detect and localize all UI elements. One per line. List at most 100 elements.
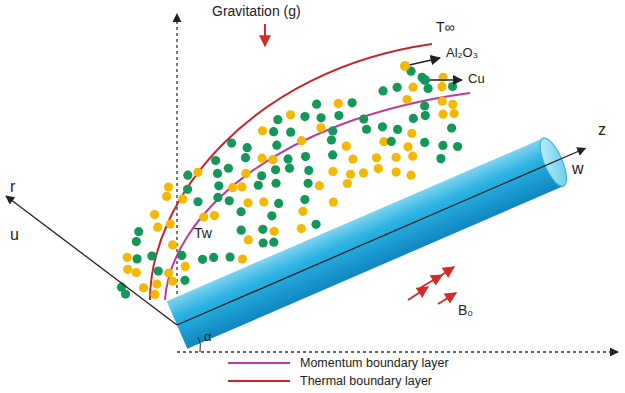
particle: [300, 195, 309, 204]
particle: [378, 86, 387, 95]
particle: [393, 83, 402, 92]
particle: [447, 123, 456, 132]
particle: [224, 164, 233, 173]
particle: [272, 141, 281, 150]
particle: [193, 168, 202, 177]
particle: [407, 129, 416, 138]
particle: [254, 181, 263, 190]
particle: [273, 115, 282, 124]
particle: [268, 155, 277, 164]
particle: [347, 98, 356, 107]
ambient-temp-label: T∞: [436, 20, 455, 35]
particle: [343, 179, 352, 188]
particle: [259, 238, 268, 247]
particle: [244, 235, 253, 244]
particle: [259, 197, 268, 206]
legend-item: Thermal boundary layer: [228, 374, 432, 388]
particle: [237, 226, 246, 235]
particle: [199, 212, 208, 221]
leader-arrow: [425, 79, 462, 81]
particle: [436, 154, 445, 163]
particle: [166, 220, 175, 229]
particle: [372, 153, 381, 162]
particle: [132, 268, 141, 277]
particle: [342, 142, 351, 151]
particle: [378, 122, 387, 131]
particle: [423, 84, 432, 93]
particle: [225, 253, 234, 262]
particle: [391, 153, 400, 162]
particle: [183, 185, 192, 194]
particle: [237, 182, 246, 191]
particle: [301, 152, 310, 161]
particle: [448, 82, 457, 91]
particle-label: Cu: [468, 72, 485, 86]
axis-label: z: [598, 121, 606, 139]
particle: [183, 171, 192, 180]
particle: [152, 279, 161, 288]
particle: [298, 207, 307, 216]
particle: [437, 82, 446, 91]
particle: [267, 211, 276, 220]
particle: [327, 135, 336, 144]
particle: [359, 168, 368, 177]
particle: [123, 253, 132, 262]
particle: [271, 179, 280, 188]
r-axis: [6, 196, 177, 325]
particle: [257, 154, 266, 163]
particle: [238, 254, 247, 263]
angle-arc: [198, 337, 200, 352]
cylinder: [167, 124, 596, 348]
particle: [362, 125, 371, 134]
z-axis: [177, 148, 585, 325]
particle: [162, 192, 171, 201]
particle: [168, 240, 177, 249]
field-arrow: [434, 267, 454, 280]
particle: [420, 138, 429, 147]
wall-temp-label: Tw: [194, 226, 212, 241]
particle: [328, 150, 337, 159]
particle: [348, 155, 357, 164]
particle: [387, 137, 396, 146]
particle: [209, 253, 218, 262]
particle: [257, 171, 266, 180]
particle: [393, 125, 402, 134]
particle: [150, 210, 159, 219]
particle: [258, 126, 267, 135]
particle: [402, 95, 411, 104]
particle: [269, 227, 278, 236]
particle: [198, 255, 207, 264]
particle: [181, 262, 190, 271]
field-arrow: [408, 287, 428, 300]
particle: [438, 110, 447, 119]
particle: [132, 254, 141, 263]
particle: [193, 197, 202, 206]
gravity-arrow: [264, 24, 266, 46]
particle: [406, 171, 415, 180]
particle: [154, 266, 163, 275]
particle: [153, 223, 162, 232]
particle: [311, 220, 320, 229]
particle: [285, 164, 294, 173]
particle: [213, 169, 222, 178]
particle-label: Al₂O₃: [446, 46, 478, 60]
legend-text: Momentum boundary layer: [300, 356, 449, 370]
particle: [297, 224, 306, 233]
particle: [328, 126, 337, 135]
particle: [286, 110, 295, 119]
particle: [312, 100, 321, 109]
particle: [316, 113, 325, 122]
particle: [408, 83, 417, 92]
particle: [283, 154, 292, 163]
particle: [359, 114, 368, 123]
particle: [180, 276, 189, 285]
particle: [211, 156, 220, 165]
particle: [168, 277, 177, 286]
particle: [329, 197, 338, 206]
particle: [334, 111, 343, 120]
particle: [134, 227, 143, 236]
particle: [121, 289, 130, 298]
particle: [164, 182, 173, 191]
particle: [150, 290, 159, 299]
